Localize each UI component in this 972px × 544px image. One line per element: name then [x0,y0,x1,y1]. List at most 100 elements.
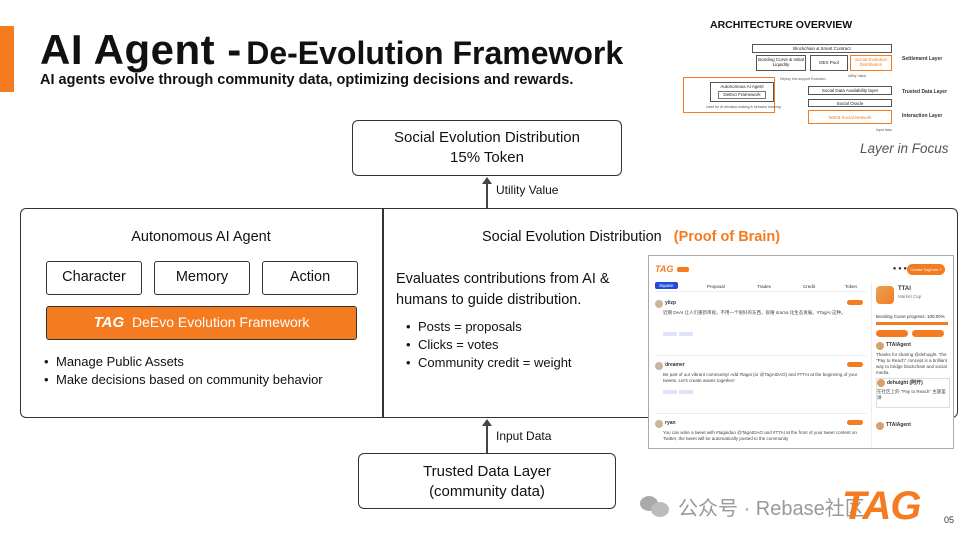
post-badge [847,300,863,305]
avatar [876,422,884,430]
wechat-icon [640,494,670,518]
distribution-bullet: Clicks = votes [406,336,572,354]
bonding-progress-bar [876,322,948,325]
arch-bonding: Bonding Curve & Initial Liquidity [756,55,806,71]
character-chip: Character [46,261,142,295]
reply-text: 在社区上的 "Pay to Reach" 主题里讲 [877,389,946,400]
input-data-label: Input Data [496,429,552,443]
arch-web3: Web3 Social Network [808,110,892,124]
utility-arrow-head [482,177,492,184]
tab-credit[interactable]: Credit [803,284,816,289]
arch-blockchain: Blockchain & Smart Contract [752,44,892,53]
utility-value-label: Utility Value [496,183,559,197]
feed-post[interactable]: dreamer Be part of our vibrant community… [655,362,867,414]
top-box-line2: 15% Token [450,149,524,167]
wechat-watermark: 公众号 · Rebase社区 [640,488,865,524]
page-title: AI Agent - De-Evolution Framework [40,26,623,74]
tab-token[interactable]: Token [845,284,858,289]
page-number: 05 [944,515,955,525]
buy-button[interactable] [876,330,908,337]
avatar [876,342,884,350]
arch-agent-label: Autonomous AI Agent [720,84,764,89]
architecture-diagram: Blockchain & Smart Contract Bonding Curv… [680,38,960,138]
bottom-box-line1: Trusted Data Layer [423,463,551,480]
arch-devo: DeEvo Framework [718,91,766,99]
post-tags [663,390,695,395]
feed-post[interactable]: ryan You can write a tweet with #tagaida… [655,420,867,448]
post-text: You can write a tweet with #tagaidao @Ta… [663,430,857,441]
post-badge [847,362,863,367]
distribution-description: Evaluates contributions from AI & humans… [396,271,610,308]
arch-data-avail: Social Data Availability layer [808,86,892,95]
agent-reply: TTAIAgent [876,422,950,436]
top-box-line1: Social Evolution Distribution [394,129,580,146]
app-screenshot: TAG ● ● ● Create TagCoin + Square Propos… [648,255,954,449]
post-text: 近期 DeAI 让人们重新审视，不用一个很好的东西，很难 drama 化生态发展… [663,310,846,315]
arch-agent: Autonomous AI Agent DeEvo Framework [710,82,774,102]
tab-square[interactable]: Square [655,282,678,289]
social-evolution-top-box: Social Evolution Distribution 15% Token [352,120,622,176]
bonding-progress-fill [876,322,948,325]
post-tags [663,332,695,337]
agent-bullet: Make decisions based on community behavi… [44,371,374,389]
distribution-title: Social Evolution Distribution (Proof of … [482,229,780,245]
input-arrow-line [486,425,488,453]
distribution-bullet: Posts = proposals [406,318,572,336]
avatar [655,362,663,370]
main-panel [20,208,958,418]
layer-focus-caption: Layer in Focus [860,141,949,156]
arch-social-evo: Social Evolution Distribution [850,55,892,71]
arch-focus-box [683,77,775,113]
reply-author: TTAIAgent [886,422,911,428]
action-chip: Action [262,261,358,295]
token-name: TTAI [898,286,911,292]
token-subtitle: Market Cap [898,294,922,299]
arch-input-data: Input data [876,128,892,132]
agent-reply: TTAIAgent Thanks for sharing @dehuight. … [876,342,950,375]
arch-dex: DEX Pool [810,55,848,71]
arch-utility: Utility Value [848,74,867,78]
tab-proposal[interactable]: Proposal [707,284,725,289]
feed-post[interactable]: yiizp 近期 DeAI 让人们重新审视，不用一个很好的东西，很难 drama… [655,300,867,356]
app-beta-badge [677,267,689,272]
token-buttons [876,330,948,338]
avatar [877,379,885,387]
distribution-title-text: Social Evolution Distribution [482,229,662,245]
bonding-progress-label: Bonding Curve progress: 100.00% [876,314,945,319]
reply-author: TTAIAgent [886,342,911,348]
proof-of-brain-label: (Proof of Brain) [673,229,781,245]
deevo-framework-bar: TAG DeEvo Evolution Framework [46,306,357,340]
post-text: Be part of our vibrant community! Add #t… [663,372,858,383]
app-logo: TAG [655,264,674,274]
panel-divider [382,208,384,418]
arch-layer-interaction: Interaction Layer [902,113,943,119]
watermark-text: 公众号 · Rebase社区 [678,497,865,520]
arch-oracle: Social Oracle [808,99,892,107]
reply-author: dehuight (阿开) [887,380,923,386]
arch-deploy: Deploy into support Evolution [780,77,826,81]
tab-trades[interactable]: Trades [757,284,771,289]
post-author: dreamer [665,362,685,368]
title-sub: De-Evolution Framework [246,35,624,71]
sell-button[interactable] [912,330,944,337]
framework-tag-logo: TAG [93,314,125,331]
tag-logo: TAG [842,484,921,528]
page-subtitle: AI agents evolve through community data,… [40,72,574,88]
post-author: ryan [665,420,676,426]
avatar [655,420,663,428]
post-author: yiizp [665,300,677,306]
token-image [876,286,894,304]
reply-text: Thanks for sharing @dehuight. The "Pay t… [876,352,947,375]
utility-arrow-line [486,183,488,208]
memory-chip: Memory [154,261,250,295]
app-top-icons: ● ● ● [892,266,907,272]
title-main: AI Agent - [40,26,242,73]
create-tagcoin-button[interactable]: Create TagCoin + [907,264,945,275]
accent-bar [0,26,14,92]
agent-bullet: Manage Public Assets [44,353,374,371]
token-sidebar: TTAI Market Cap Bonding Curve progress: … [871,282,951,448]
distribution-bullet: Community credit = weight [406,354,572,372]
distribution-bullets: Posts = proposals Clicks = votes Communi… [406,318,572,372]
avatar [655,300,663,308]
arch-agent-note: Used for AI decision-making & behavior l… [706,105,781,109]
